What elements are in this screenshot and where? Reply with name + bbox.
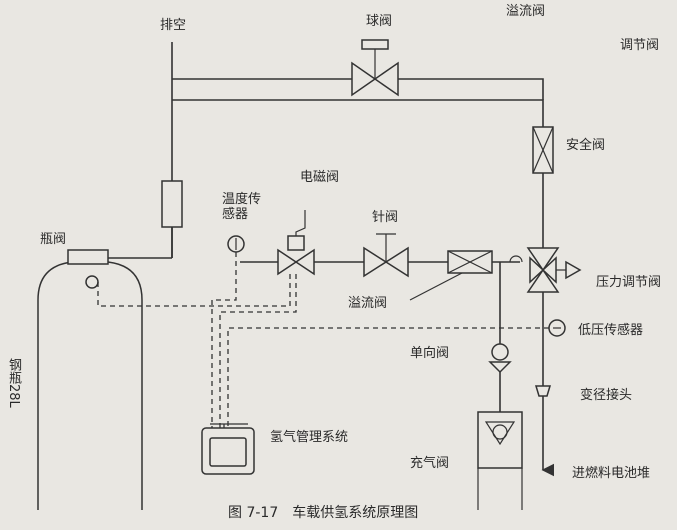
check-valve <box>488 262 512 412</box>
label-regulating-valve: 调节阀 <box>620 38 660 53</box>
label-fill-valve: 充气阀 <box>410 456 450 471</box>
reducer-fitting <box>534 385 552 397</box>
label-cylinder: 钢瓶28L <box>6 358 21 408</box>
top-loop-pipe <box>171 99 544 258</box>
signal-lines <box>97 252 549 428</box>
label-bottle-valve: 瓶阀 <box>40 232 67 247</box>
label-pressure-regulator: 压力调节阀 <box>596 275 662 290</box>
label-vent: 排空 <box>160 18 187 33</box>
label-solenoid-valve: 电磁阀 <box>300 170 340 185</box>
label-overflow-valve-mid: 溢流阀 <box>348 296 388 311</box>
temperature-sensor <box>227 235 245 253</box>
figure-caption: 图 7-17 车载供氢系统原理图 <box>228 505 419 521</box>
low-pressure-sensor <box>548 319 566 337</box>
pressure-regulator <box>509 247 582 293</box>
safety-valve <box>532 126 554 174</box>
fill-valve <box>477 411 523 510</box>
overflow-filter-left <box>161 180 183 228</box>
needle-valve <box>363 233 409 278</box>
label-ball-valve: 球阀 <box>366 14 393 29</box>
label-low-pressure-sensor: 低压传感器 <box>578 323 644 338</box>
label-needle-valve: 针阀 <box>372 210 399 225</box>
label-temp-sensor: 温度传 感器 <box>222 192 262 222</box>
label-reducer: 变径接头 <box>580 388 633 403</box>
overflow-valve-mid <box>409 250 493 301</box>
label-check-valve: 单向阀 <box>410 346 450 361</box>
h2-management-unit <box>201 423 255 475</box>
label-safety-valve: 安全阀 <box>566 138 606 153</box>
ball-valve <box>351 39 399 97</box>
label-to-fuel-cell: 进燃料电池堆 <box>572 466 651 481</box>
hydrogen-cylinder <box>37 249 143 510</box>
label-h2-management: 氢气管理系统 <box>270 430 349 445</box>
solenoid-valve <box>277 210 315 276</box>
label-overflow-valve-top: 溢流阀 <box>506 4 546 19</box>
